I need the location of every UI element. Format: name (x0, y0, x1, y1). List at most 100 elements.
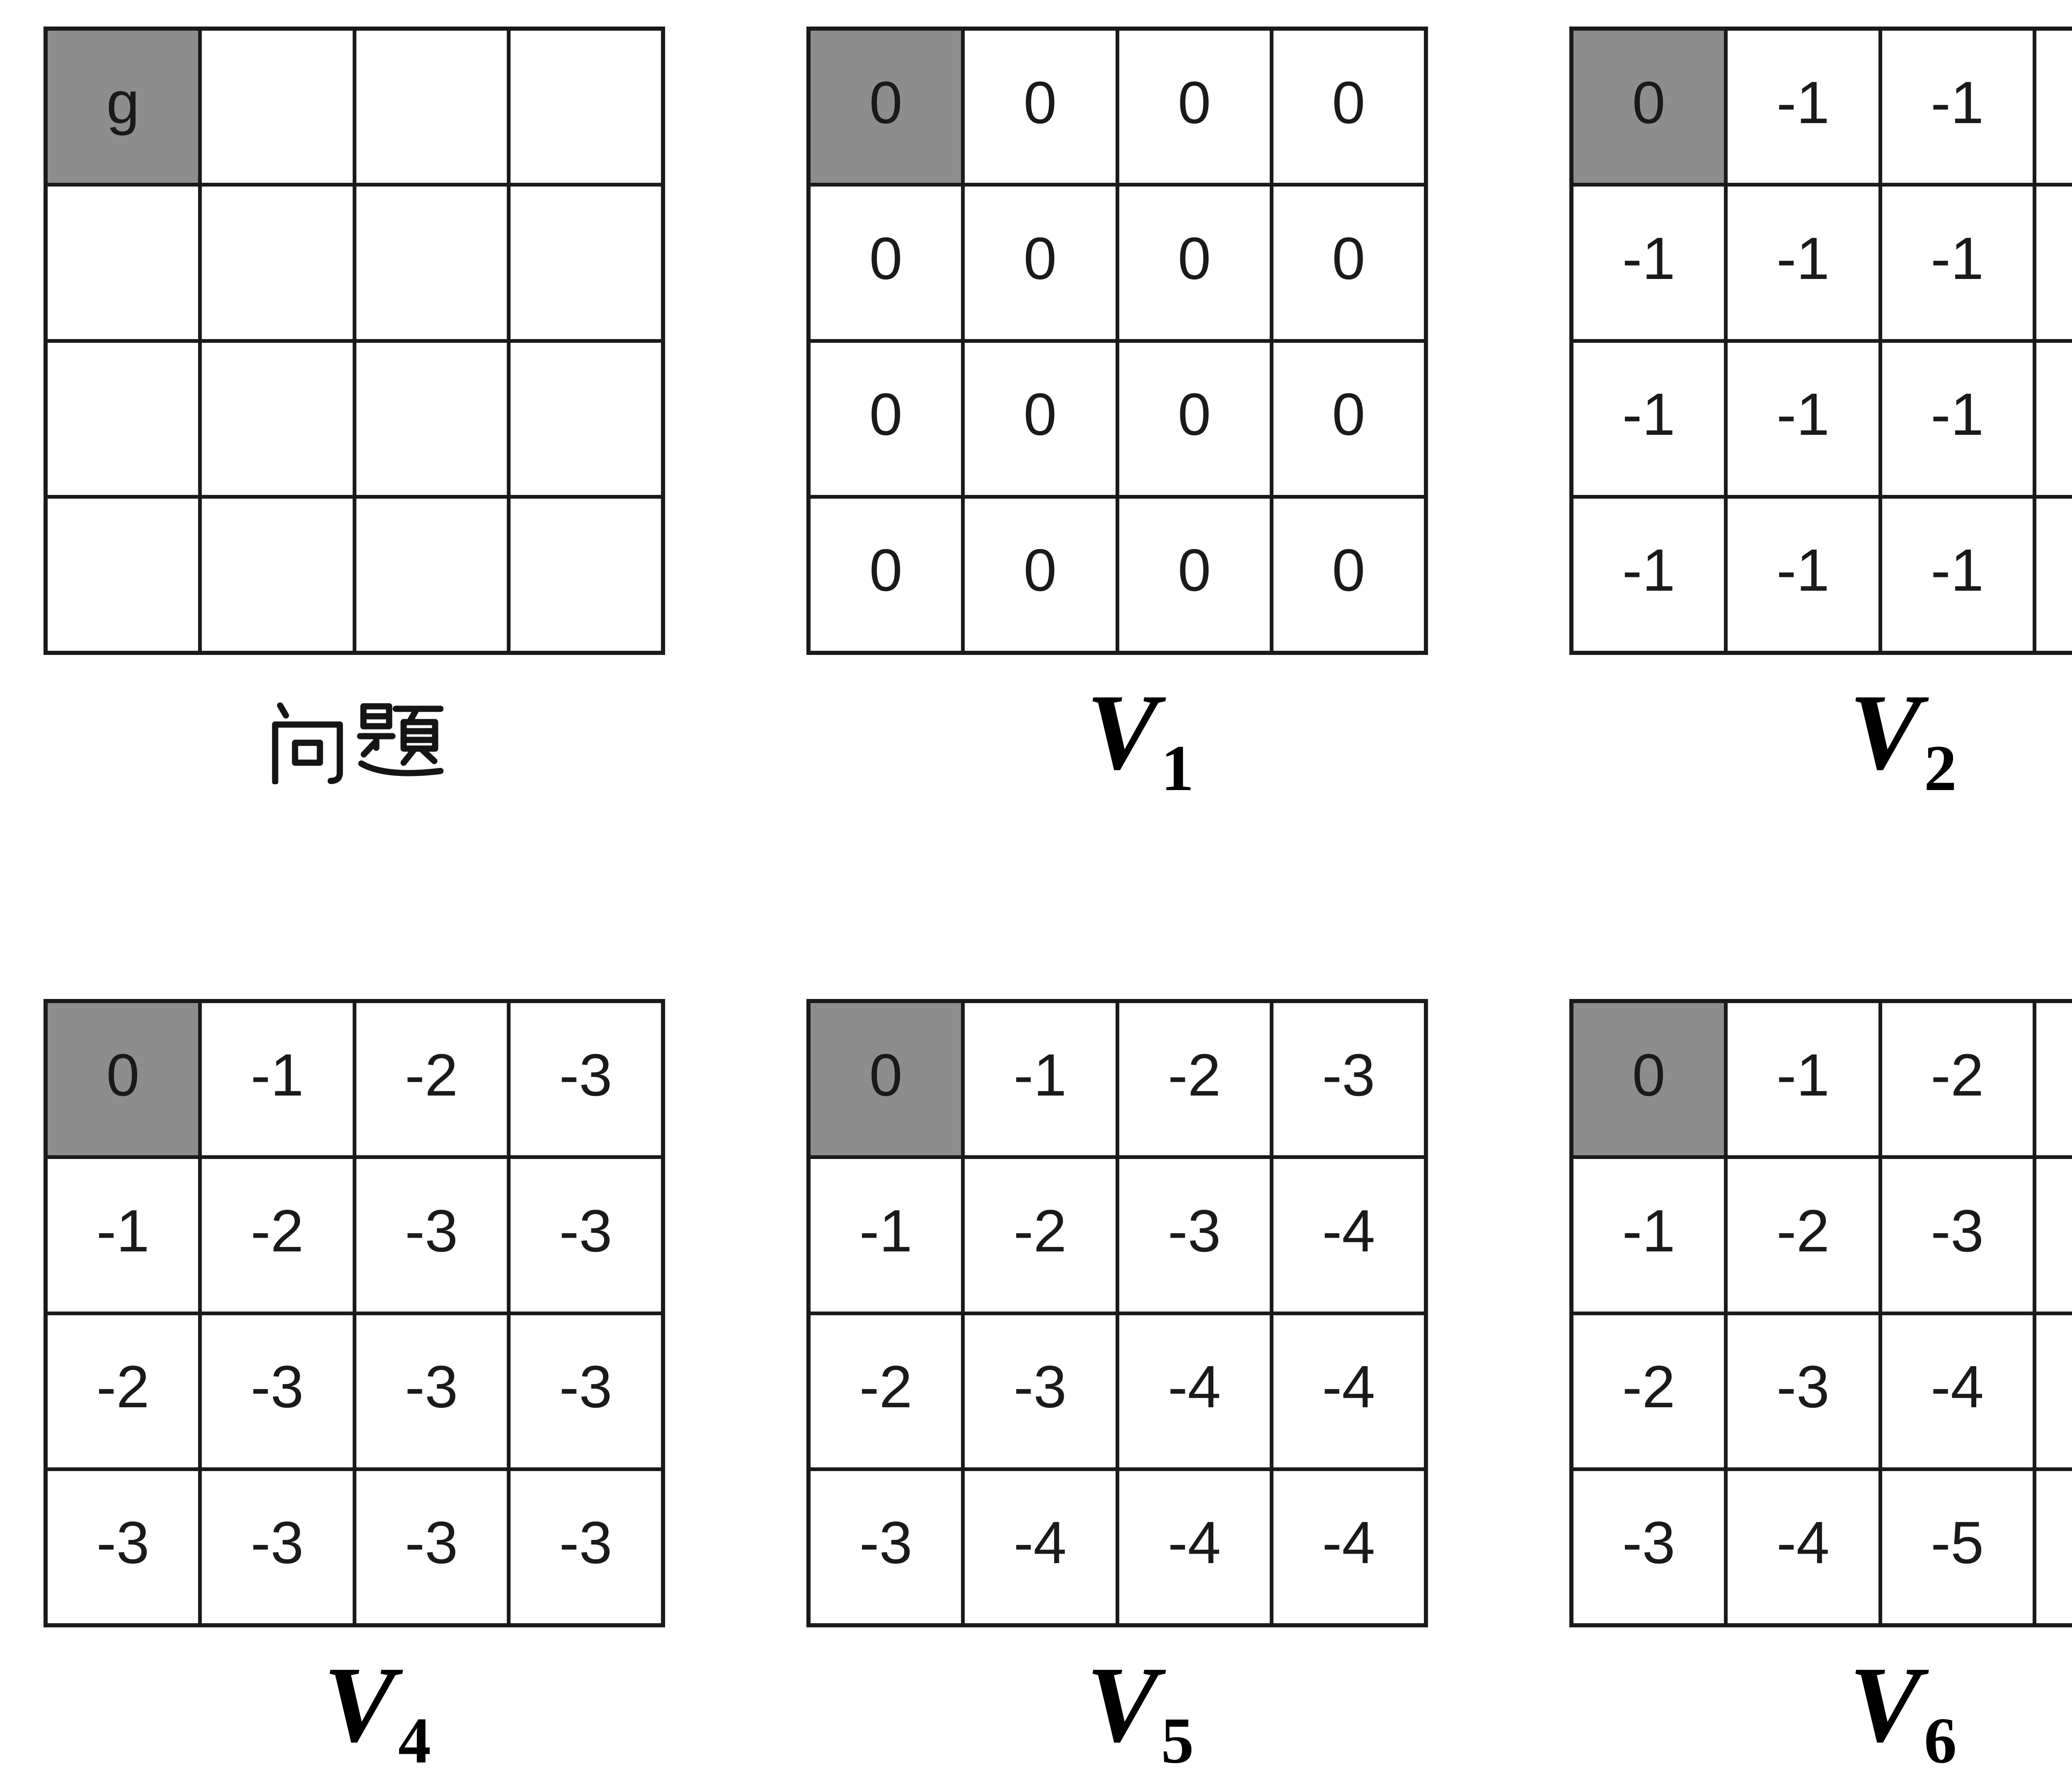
cell-value: -3 (96, 1509, 150, 1576)
figure-row-top: g 问题 (44, 27, 2072, 801)
cell-value: -4 (1322, 1197, 1375, 1264)
grid-cell: -1 (1882, 498, 2033, 651)
cell-value: g (106, 69, 140, 136)
grid-cell: -4 (1273, 1159, 1424, 1312)
cell-value: -3 (559, 1353, 612, 1421)
grid-cell: -3 (202, 1315, 353, 1467)
grid-cell: -1 (811, 1159, 961, 1312)
grid-cell (510, 342, 661, 495)
grid-cell (202, 342, 353, 495)
cell-value: -4 (1168, 1353, 1221, 1421)
cell-value: -4 (1776, 1509, 1830, 1576)
grid-cell: -2 (1728, 1159, 1878, 1312)
grid-cell: -3 (202, 1471, 353, 1623)
grid-cell: -4 (1119, 1315, 1270, 1467)
cell-value: -2 (250, 1197, 304, 1264)
grid-cell (356, 498, 507, 651)
grid-cell: -3 (48, 1471, 198, 1623)
cell-value: 0 (869, 381, 903, 448)
v-label-subscript: 5 (1161, 1704, 1194, 1777)
grid-cell: 0 (811, 498, 961, 651)
grid-label-v6: V6 (1849, 1650, 1957, 1774)
cell-value: 0 (1632, 1041, 1665, 1108)
grid-cell: -4 (1273, 1471, 1424, 1623)
v-label-subscript: 6 (1924, 1704, 1957, 1777)
cell-value: 0 (869, 537, 903, 604)
grid-cell: 0 (1119, 342, 1270, 495)
grid-cell: -5 (2036, 1471, 2072, 1623)
value-grid-v4: 0-1-2-3-1-2-3-3-2-3-3-3-3-3-3-3 (44, 999, 665, 1627)
grid-cell: -1 (1728, 1003, 1878, 1156)
cell-value: 0 (1332, 225, 1365, 292)
v-label-subscript: 1 (1161, 732, 1194, 805)
grid-cell: 0 (811, 342, 961, 495)
grid-panel-v5: 0-1-2-3-1-2-3-4-2-3-4-4-3-4-4-4 V5 (806, 999, 1428, 1774)
cell-value: -3 (559, 1509, 612, 1576)
cell-value: 0 (1178, 69, 1211, 136)
grid-cell: -2 (1573, 1315, 1724, 1467)
grid-label-v5: V5 (1086, 1650, 1194, 1774)
grid-cell: -1 (1728, 31, 1878, 183)
grid-cell: -3 (1573, 1471, 1724, 1623)
grid-cell: -1 (965, 1003, 1116, 1156)
cell-value: -4 (1322, 1509, 1375, 1576)
cell-value: 0 (1023, 381, 1057, 448)
cell-value: -2 (405, 1041, 458, 1108)
grid-cell: 0 (1273, 187, 1424, 339)
cell-value: -3 (1622, 1509, 1675, 1576)
goal-cell: 0 (811, 1003, 961, 1156)
grid-cell: 0 (965, 498, 1116, 651)
grid-cell: -3 (811, 1471, 961, 1623)
cell-value: -1 (1776, 1041, 1830, 1108)
grid-panel-v2: 0-1-1-1-1-1-1-1-1-1-1-1-1-1-1-1 V2 (1569, 27, 2072, 801)
cell-value: -2 (96, 1353, 150, 1421)
grid-panel-v4: 0-1-2-3-1-2-3-3-2-3-3-3-3-3-3-3 V4 (44, 999, 665, 1774)
cell-value: -3 (859, 1509, 913, 1576)
cell-value: -4 (1013, 1509, 1067, 1576)
grid-cell: -1 (48, 1159, 198, 1312)
cell-value: -2 (1776, 1197, 1830, 1264)
goal-cell: 0 (1573, 1003, 1724, 1156)
grid-cell (510, 187, 661, 339)
grid-cell: -2 (1882, 1003, 2033, 1156)
cell-value: -3 (250, 1509, 304, 1576)
cell-value: -3 (1776, 1353, 1830, 1421)
cell-value: -1 (1622, 225, 1675, 292)
cell-value: -2 (1168, 1041, 1221, 1108)
grid-cell: -1 (2036, 498, 2072, 651)
grid-cell: -2 (1119, 1003, 1270, 1156)
cell-value: 0 (1332, 69, 1365, 136)
grid-cell: -2 (965, 1159, 1116, 1312)
v-label-subscript: 4 (398, 1704, 431, 1777)
cell-value: -1 (1931, 69, 1984, 136)
grid-cell (48, 342, 198, 495)
grid-cell: -5 (1882, 1471, 2033, 1623)
cell-value: -3 (405, 1509, 458, 1576)
cell-value: -2 (1013, 1197, 1067, 1264)
grid-cell: 0 (1119, 31, 1270, 183)
grid-cell: -4 (2036, 1159, 2072, 1312)
cell-value: -1 (1776, 225, 1830, 292)
grid-cell (202, 187, 353, 339)
cell-value: -2 (859, 1353, 913, 1421)
cell-value: -1 (1931, 225, 1984, 292)
v-label-base: V (1849, 1644, 1922, 1765)
cell-value: 0 (106, 1041, 140, 1108)
grid-cell: -2 (202, 1159, 353, 1312)
grid-cell (356, 31, 507, 183)
cell-value: -3 (405, 1353, 458, 1421)
grid-cell: -2 (48, 1315, 198, 1467)
grid-cell: -3 (356, 1315, 507, 1467)
value-grid-v5: 0-1-2-3-1-2-3-4-2-3-4-4-3-4-4-4 (806, 999, 1428, 1627)
cell-value: -3 (250, 1353, 304, 1421)
grid-cell: -1 (1728, 342, 1878, 495)
grid-cell: -3 (510, 1471, 661, 1623)
v-label-base: V (1086, 1644, 1159, 1765)
grid-cell: 0 (1119, 187, 1270, 339)
grid-cell: -1 (2036, 187, 2072, 339)
grid-cell: -4 (1273, 1315, 1424, 1467)
grid-cell: -1 (1882, 31, 2033, 183)
grid-cell: -1 (1728, 187, 1878, 339)
value-grid-v2: 0-1-1-1-1-1-1-1-1-1-1-1-1-1-1-1 (1569, 27, 2072, 655)
cell-value: 0 (1023, 69, 1057, 136)
